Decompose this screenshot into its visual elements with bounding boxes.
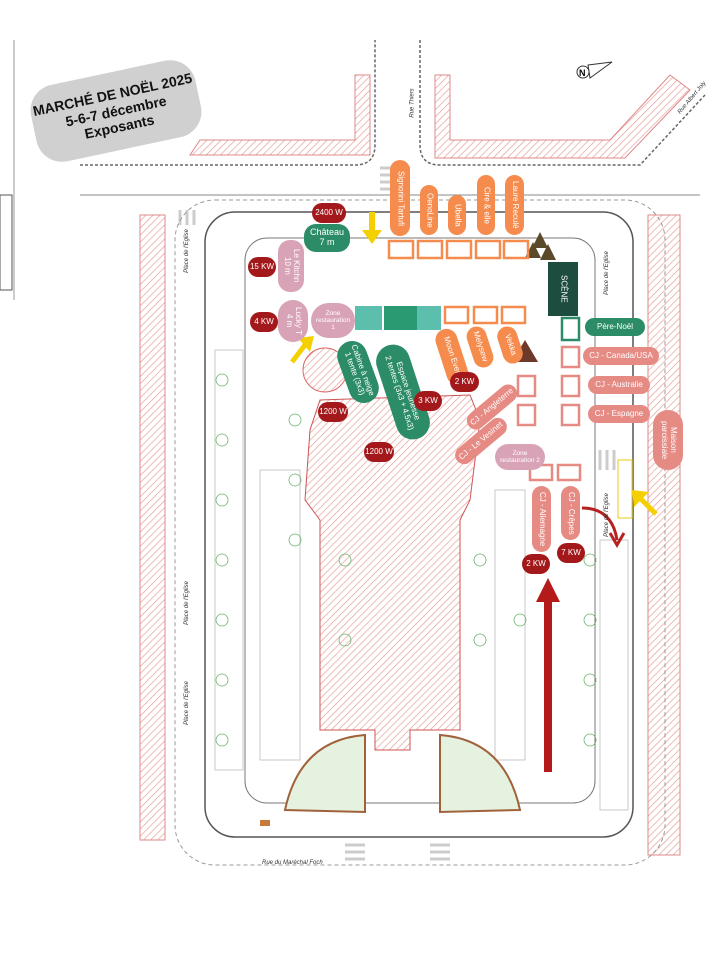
zone-restauration-2[interactable]: Zone restauration 2: [495, 444, 545, 470]
power-badge: 7 KW: [557, 543, 585, 563]
power-badge: 4 KW: [250, 312, 278, 332]
zone-restauration-1[interactable]: Zone restauration 1: [311, 303, 355, 338]
garden-right: [439, 733, 522, 814]
yellow-arrow-diag-icon: [290, 336, 314, 364]
power-badge: 2 KW: [450, 372, 479, 392]
exhibitor-name: Château: [309, 227, 345, 238]
building-top-left: [189, 74, 371, 156]
green-stall: [560, 316, 581, 342]
street-label: Place de l'Eglise: [603, 251, 610, 295]
exhibitor-laure-recule[interactable]: Laure Reculé: [505, 175, 524, 235]
marker: [260, 820, 270, 826]
yellow-zone: [617, 459, 633, 519]
street-label: Rue du Maréchal Foch: [262, 860, 323, 866]
exhibitor-ubella[interactable]: Ubella: [448, 195, 466, 235]
exhibitor-cj-canada-usa[interactable]: CJ - Canada/USA: [583, 347, 659, 365]
red-curved-arrow-icon: [581, 506, 626, 548]
tree-icons: [215, 373, 597, 747]
tent-dark: [384, 306, 417, 330]
garden-left: [283, 733, 366, 814]
red-arrow-up-icon: [536, 578, 560, 772]
road-edge: [80, 40, 706, 166]
zone-num: 1: [331, 324, 335, 332]
yellow-arrow-down-icon: [362, 212, 382, 244]
tent-light: [417, 306, 441, 330]
street-label: Place de l'Eglise: [603, 493, 610, 537]
plaza-outline: [204, 211, 634, 838]
exhibitor-size: 10 m: [283, 257, 292, 275]
exhibitor-le-kitchn[interactable]: Le Kitchn 10 m: [278, 240, 304, 292]
exhibitor-signorini-tartufi[interactable]: Signorini Tartufi: [390, 160, 410, 236]
power-badge: 2400 W: [312, 203, 346, 223]
exhibitor-cj-australie[interactable]: CJ - Australie: [588, 376, 650, 394]
exhibitor-name: Lucky T: [293, 307, 303, 335]
exhibitor-cire-et-elle[interactable]: Cire & elle: [477, 175, 495, 235]
exhibitor-name: Le Kitchn: [291, 249, 301, 283]
pink-stalls: [516, 345, 582, 482]
crosswalks: [178, 166, 616, 861]
legend-frame: [0, 194, 13, 291]
street-label: Place de l'Eglise: [183, 681, 190, 725]
maison-paroissiale[interactable]: Maison paroissiale: [653, 410, 683, 470]
orange-stalls: [387, 239, 530, 325]
power-badge: 1200 W: [318, 402, 348, 422]
compass-label: N: [579, 68, 586, 78]
power-badge: 2 KW: [522, 554, 550, 574]
exhibitor-cj-allemagne[interactable]: CJ - Allemagne: [532, 486, 551, 552]
exhibitor-oenoline[interactable]: OenoLine: [420, 185, 438, 235]
exhibitor-chateau[interactable]: Château 7 m: [304, 224, 350, 252]
stage-scene[interactable]: SCÈNE: [548, 262, 578, 316]
zone-name: Zone restauration: [315, 309, 351, 324]
street-label: Place de l'Eglise: [183, 229, 190, 273]
plaza-inner: [244, 237, 596, 804]
exhibitor-pere-noel[interactable]: Père-Noël: [585, 318, 645, 336]
compass-icon: [576, 61, 613, 79]
exhibitor-lucky-t[interactable]: Lucky T 4 m: [278, 300, 308, 342]
street-label: Rue Thiers: [409, 88, 416, 118]
exhibitor-cj-espagne[interactable]: CJ - Espagne: [588, 405, 650, 423]
power-badge: 3 KW: [414, 391, 442, 411]
yellow-arrow-left-icon: [632, 490, 658, 516]
building-left: [139, 214, 166, 841]
exhibitor-size: 4 m: [285, 314, 294, 328]
exhibitor-cj-crepes[interactable]: CJ - Crêpes: [561, 486, 580, 540]
street-label: Place de l'Eglise: [183, 581, 190, 625]
parking: [214, 349, 629, 811]
tent-light: [355, 306, 382, 330]
building-top-right: [434, 74, 691, 159]
power-badge: 15 KW: [248, 257, 276, 277]
building-right: [647, 214, 681, 856]
exhibitor-size: 7 m: [319, 237, 335, 247]
power-badge: 1200 W: [364, 442, 394, 462]
